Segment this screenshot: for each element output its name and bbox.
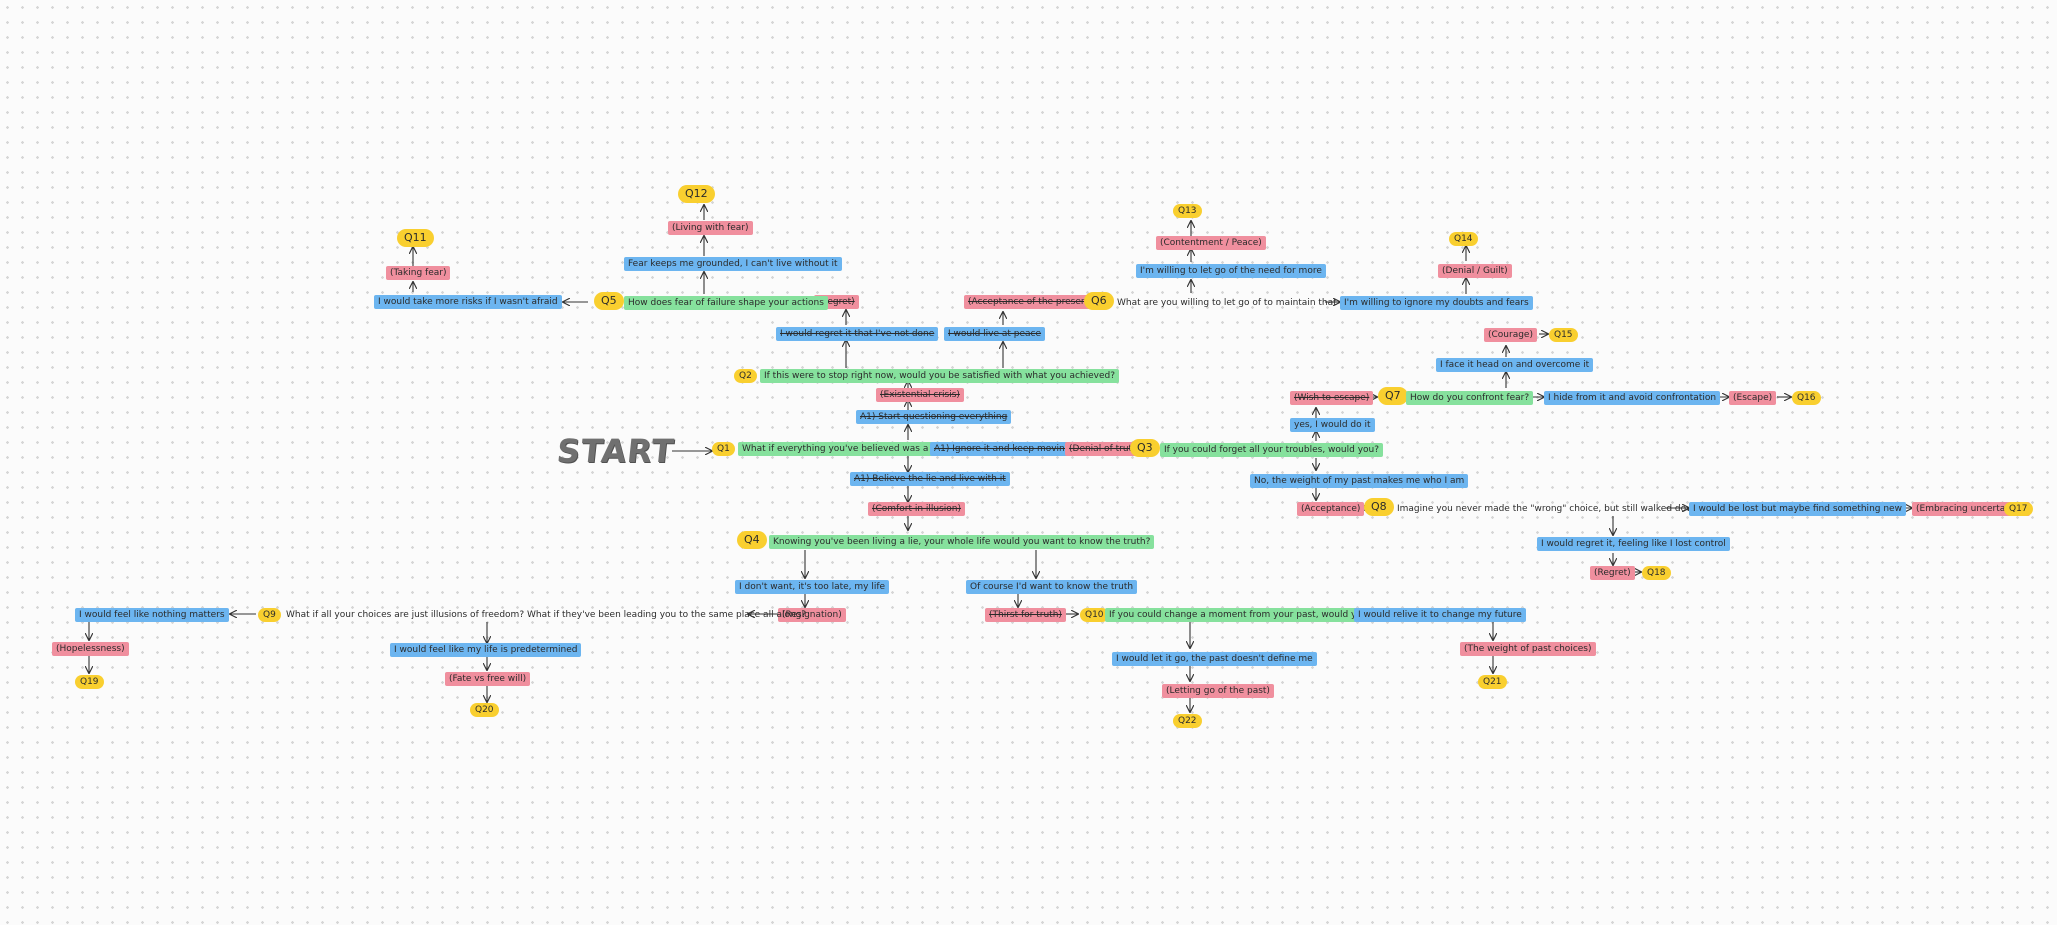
q9-question: What if all your choices are just illusi… bbox=[286, 610, 807, 620]
a1-ignore-answer: A1) Ignore it and keep moving bbox=[930, 442, 1075, 456]
q19-badge: Q19 bbox=[75, 675, 104, 689]
acceptance-emotion: (Acceptance) bbox=[1297, 502, 1365, 516]
a1-believe-answer: A1) Believe the lie and live with it bbox=[850, 472, 1010, 486]
a10-let-go-answer: I would let it go, the past doesn't defi… bbox=[1112, 652, 1317, 666]
existential-crisis-emotion: (Existential crisis) bbox=[876, 388, 964, 402]
a3-yes-answer: yes, I would do it bbox=[1290, 418, 1375, 432]
a7-face-answer: I face it head on and overcome it bbox=[1436, 358, 1594, 372]
escape-emotion: (Escape) bbox=[1729, 391, 1777, 405]
weight-past-emotion: (The weight of past choices) bbox=[1460, 642, 1596, 656]
q3-badge: Q3 bbox=[1130, 439, 1160, 457]
q7-badge: Q7 bbox=[1378, 387, 1408, 405]
q16-badge: Q16 bbox=[1792, 391, 1821, 405]
contentment-emotion: (Contentment / Peace) bbox=[1156, 236, 1266, 250]
q8-badge: Q8 bbox=[1364, 498, 1394, 516]
q4-question: Knowing you've been living a lie, your w… bbox=[769, 535, 1155, 549]
q10-question: If you could change a moment from your p… bbox=[1105, 608, 1377, 622]
wish-escape-emotion: (Wish to escape) bbox=[1290, 391, 1374, 405]
uncertainty-emotion: (Embracing uncertainty) bbox=[1912, 502, 2030, 516]
a6-let-go-answer: I'm willing to let go of the need for mo… bbox=[1136, 264, 1326, 278]
a1-question-answer: A1) Start questioning everything bbox=[856, 410, 1012, 424]
q9-badge: Q9 bbox=[258, 608, 281, 622]
q3-question: If you could forget all your troubles, w… bbox=[1160, 443, 1384, 457]
a5-grounded-answer: Fear keeps me grounded, I can't live wit… bbox=[624, 257, 842, 271]
q7-question: How do you confront fear? bbox=[1406, 391, 1534, 405]
a2-peace-answer: I would live at peace bbox=[944, 327, 1046, 341]
resignation-emotion: (Resignation) bbox=[778, 608, 846, 622]
a9-nothing-matters-answer: I would feel like nothing matters bbox=[75, 608, 229, 622]
living-fear-emotion: (Living with fear) bbox=[668, 221, 753, 235]
thirst-truth-emotion: (Thirst for truth) bbox=[985, 608, 1066, 622]
a10-relive-answer: I would relive it to change my future bbox=[1354, 608, 1526, 622]
denial-emotion: (Denial of truth) bbox=[1065, 442, 1146, 456]
q12-badge: Q12 bbox=[678, 185, 715, 203]
letting-go-emotion: (Letting go of the past) bbox=[1162, 684, 1274, 698]
q14-badge: Q14 bbox=[1449, 232, 1478, 246]
a2-regret-answer: I would regret it that I've not done bbox=[776, 327, 939, 341]
denial-guilt-emotion: (Denial / Guilt) bbox=[1438, 264, 1512, 278]
q21-badge: Q21 bbox=[1478, 675, 1507, 689]
q22-badge: Q22 bbox=[1173, 714, 1202, 728]
q5-badge: Q5 bbox=[594, 292, 624, 310]
a4-want-truth-answer: Of course I'd want to know the truth bbox=[966, 580, 1138, 594]
a7-hide-answer: I hide from it and avoid confrontation bbox=[1544, 391, 1721, 405]
q20-badge: Q20 bbox=[470, 703, 499, 717]
acceptance-present-emotion: (Acceptance of the present) bbox=[964, 295, 1098, 309]
a6-ignore-doubts-answer: I'm willing to ignore my doubts and fear… bbox=[1340, 296, 1533, 310]
q2-question: If this were to stop right now, would yo… bbox=[760, 369, 1119, 383]
courage-emotion: (Courage) bbox=[1484, 328, 1537, 342]
a5-risks-answer: I would take more risks if I wasn't afra… bbox=[374, 295, 562, 309]
q1-badge: Q1 bbox=[712, 442, 735, 456]
regret2-emotion: (Regret) bbox=[1590, 566, 1635, 580]
a8-lost-answer: I would be lost but maybe find something… bbox=[1689, 502, 1906, 516]
q17-badge: Q17 bbox=[2004, 502, 2033, 516]
q13-badge: Q13 bbox=[1173, 204, 1202, 218]
taking-fear-emotion: (Taking fear) bbox=[386, 266, 451, 280]
a4-dont-want-answer: I don't want, it's too late, my life bbox=[735, 580, 890, 594]
a3-no-answer: No, the weight of my past makes me who I… bbox=[1250, 474, 1469, 488]
q5-question: How does fear of failure shape your acti… bbox=[624, 296, 828, 310]
q15-badge: Q15 bbox=[1549, 328, 1578, 342]
q18-badge: Q18 bbox=[1642, 566, 1671, 580]
start-label: START bbox=[555, 432, 677, 470]
q6-badge: Q6 bbox=[1084, 292, 1114, 310]
q11-badge: Q11 bbox=[397, 229, 434, 247]
fate-free-will-emotion: (Fate vs free will) bbox=[445, 672, 531, 686]
a9-predetermined-answer: I would feel like my life is predetermin… bbox=[390, 643, 582, 657]
q1-question: What if everything you've believed was a… bbox=[738, 442, 951, 456]
q10-badge: Q10 bbox=[1080, 608, 1109, 622]
a8-regret-answer: I would regret it, feeling like I lost c… bbox=[1537, 537, 1730, 551]
q8-question: Imagine you never made the "wrong" choic… bbox=[1397, 504, 1830, 514]
q6-question: What are you willing to let go of to mai… bbox=[1117, 298, 1372, 308]
comfort-illusion-emotion: (Comfort in illusion) bbox=[868, 502, 966, 516]
q4-badge: Q4 bbox=[737, 531, 767, 549]
hopelessness-emotion: (Hopelessness) bbox=[52, 642, 129, 656]
q2-badge: Q2 bbox=[734, 369, 757, 383]
